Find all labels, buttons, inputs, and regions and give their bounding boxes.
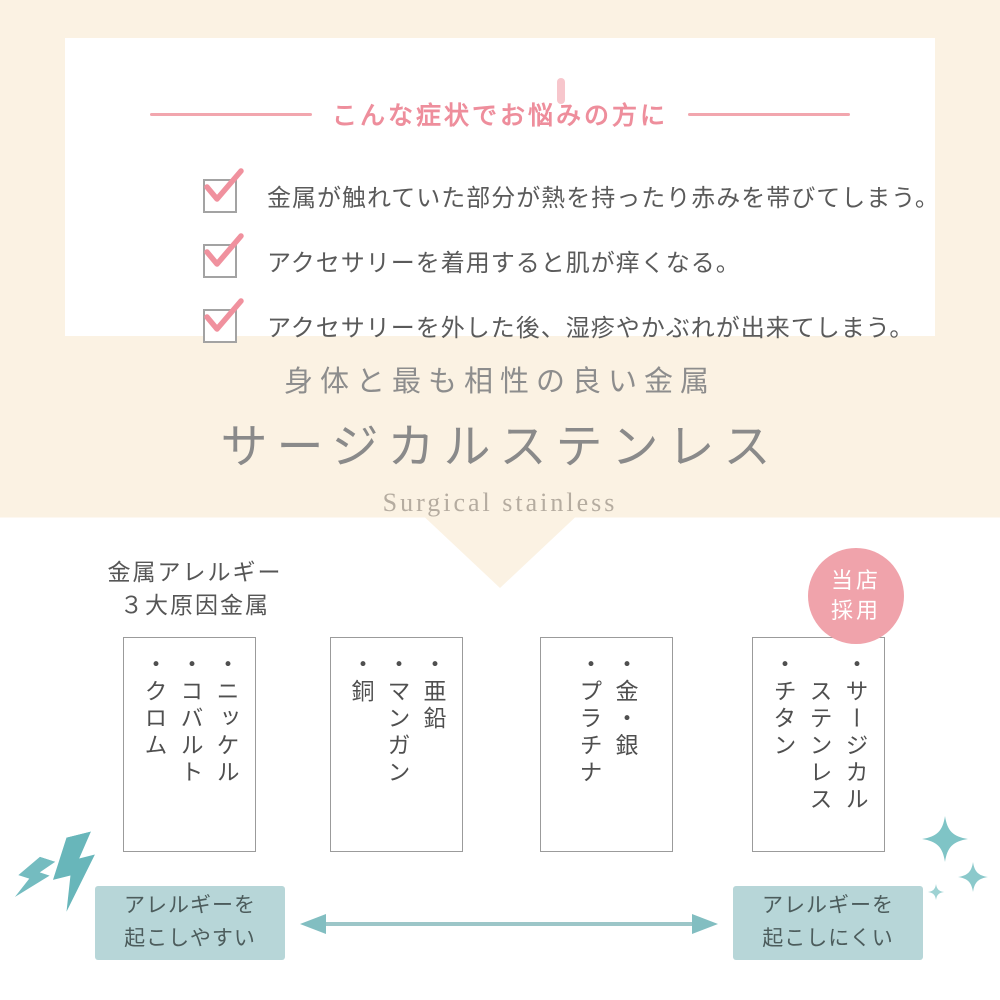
sparkle-icon bbox=[922, 816, 968, 862]
symptom-title: こんな症状でお悩みの方に bbox=[332, 102, 669, 130]
scale-right-line1: アレルギーを bbox=[762, 894, 894, 918]
metal-item: ・マンガン bbox=[384, 652, 410, 787]
symptom-item: 金属が触れていた部分が熱を持ったり赤みを帯びてしまう。 bbox=[203, 167, 940, 213]
metal-box-nickel-group: ・ニッケル ・コバルト ・クロム bbox=[123, 637, 256, 852]
checkmark-icon bbox=[203, 167, 244, 213]
metal-list: ・サージカル ステンレス ・チタン bbox=[753, 638, 884, 851]
checkmark-icon bbox=[203, 232, 244, 278]
metal-list: ・ニッケル ・コバルト ・クロム bbox=[124, 638, 255, 851]
metal-item: ・コバルト bbox=[177, 652, 203, 787]
sparkle-icon bbox=[928, 884, 944, 900]
metal-item: ・プラチナ bbox=[576, 652, 602, 787]
symptom-text: 金属が触れていた部分が熱を持ったり赤みを帯びてしまう。 bbox=[267, 185, 940, 212]
title-accent-bar bbox=[557, 78, 565, 104]
metal-item: ・金・銀 bbox=[612, 652, 638, 760]
metal-item: ・銅 bbox=[348, 652, 374, 706]
symptom-card: こんな症状でお悩みの方に 金属が触れていた部分が熱を持ったり赤みを帯びてしまう。… bbox=[65, 38, 939, 343]
metal-item: ・ニッケル bbox=[213, 652, 239, 787]
allergy-cause-label-line2: ３大原因金属 bbox=[120, 592, 270, 619]
metal-box-zinc-group: ・亜鉛 ・マンガン ・銅 bbox=[330, 637, 463, 852]
hero-subtitle: 身体と最も相性の良い金属 bbox=[283, 366, 716, 398]
double-arrow bbox=[300, 914, 718, 934]
metal-box-gold-group: ・金・銀 ・プラチナ bbox=[540, 637, 673, 852]
scale-left-line1: アレルギーを bbox=[124, 894, 256, 918]
scale-right-line2: 起こしにくい bbox=[762, 927, 894, 950]
metal-item: ・クロム bbox=[141, 652, 167, 760]
metal-box-surgical-group: ・サージカル ステンレス ・チタン bbox=[752, 637, 885, 852]
hero-title: サージカルステンレス bbox=[220, 420, 780, 473]
metal-item: ・サージカル bbox=[842, 652, 868, 814]
metal-item: ・チタン bbox=[770, 652, 796, 760]
scale-label-left: アレルギーを 起こしやすい bbox=[95, 886, 285, 960]
metal-list: ・金・銀 ・プラチナ bbox=[541, 638, 672, 851]
badge-line1: 当店 bbox=[830, 568, 881, 594]
allergy-cause-label: 金属アレルギー ３大原因金属 bbox=[75, 556, 315, 623]
scale-left-line2: 起こしやすい bbox=[124, 927, 256, 950]
allergy-cause-label-line1: 金属アレルギー bbox=[107, 559, 283, 585]
lightning-icon bbox=[14, 856, 56, 897]
lightning-icon bbox=[52, 831, 95, 912]
metal-list: ・亜鉛 ・マンガン ・銅 bbox=[331, 638, 462, 851]
symptom-title-row: こんな症状でお悩みの方に bbox=[150, 96, 851, 132]
sparkle-icon bbox=[958, 862, 988, 892]
metal-item: ・亜鉛 bbox=[420, 652, 446, 733]
badge-line2: 採用 bbox=[830, 598, 881, 623]
store-adopted-badge: 当店 採用 bbox=[808, 548, 904, 644]
title-right-line bbox=[688, 112, 851, 116]
title-left-line bbox=[150, 112, 312, 116]
symptom-text: アクセサリーを外した後、湿疹やかぶれが出来てしまう。 bbox=[267, 315, 915, 342]
symptom-item: アクセサリーを外した後、湿疹やかぶれが出来てしまう。 bbox=[203, 297, 915, 343]
symptom-item: アクセサリーを着用すると肌が痒くなる。 bbox=[203, 232, 741, 278]
scale-label-right: アレルギーを 起こしにくい bbox=[733, 886, 923, 960]
hero-english-caption: Surgical stainless bbox=[382, 488, 618, 517]
metal-item: ステンレス bbox=[806, 652, 832, 814]
checkmark-icon bbox=[203, 297, 244, 343]
symptom-text: アクセサリーを着用すると肌が痒くなる。 bbox=[267, 250, 741, 277]
